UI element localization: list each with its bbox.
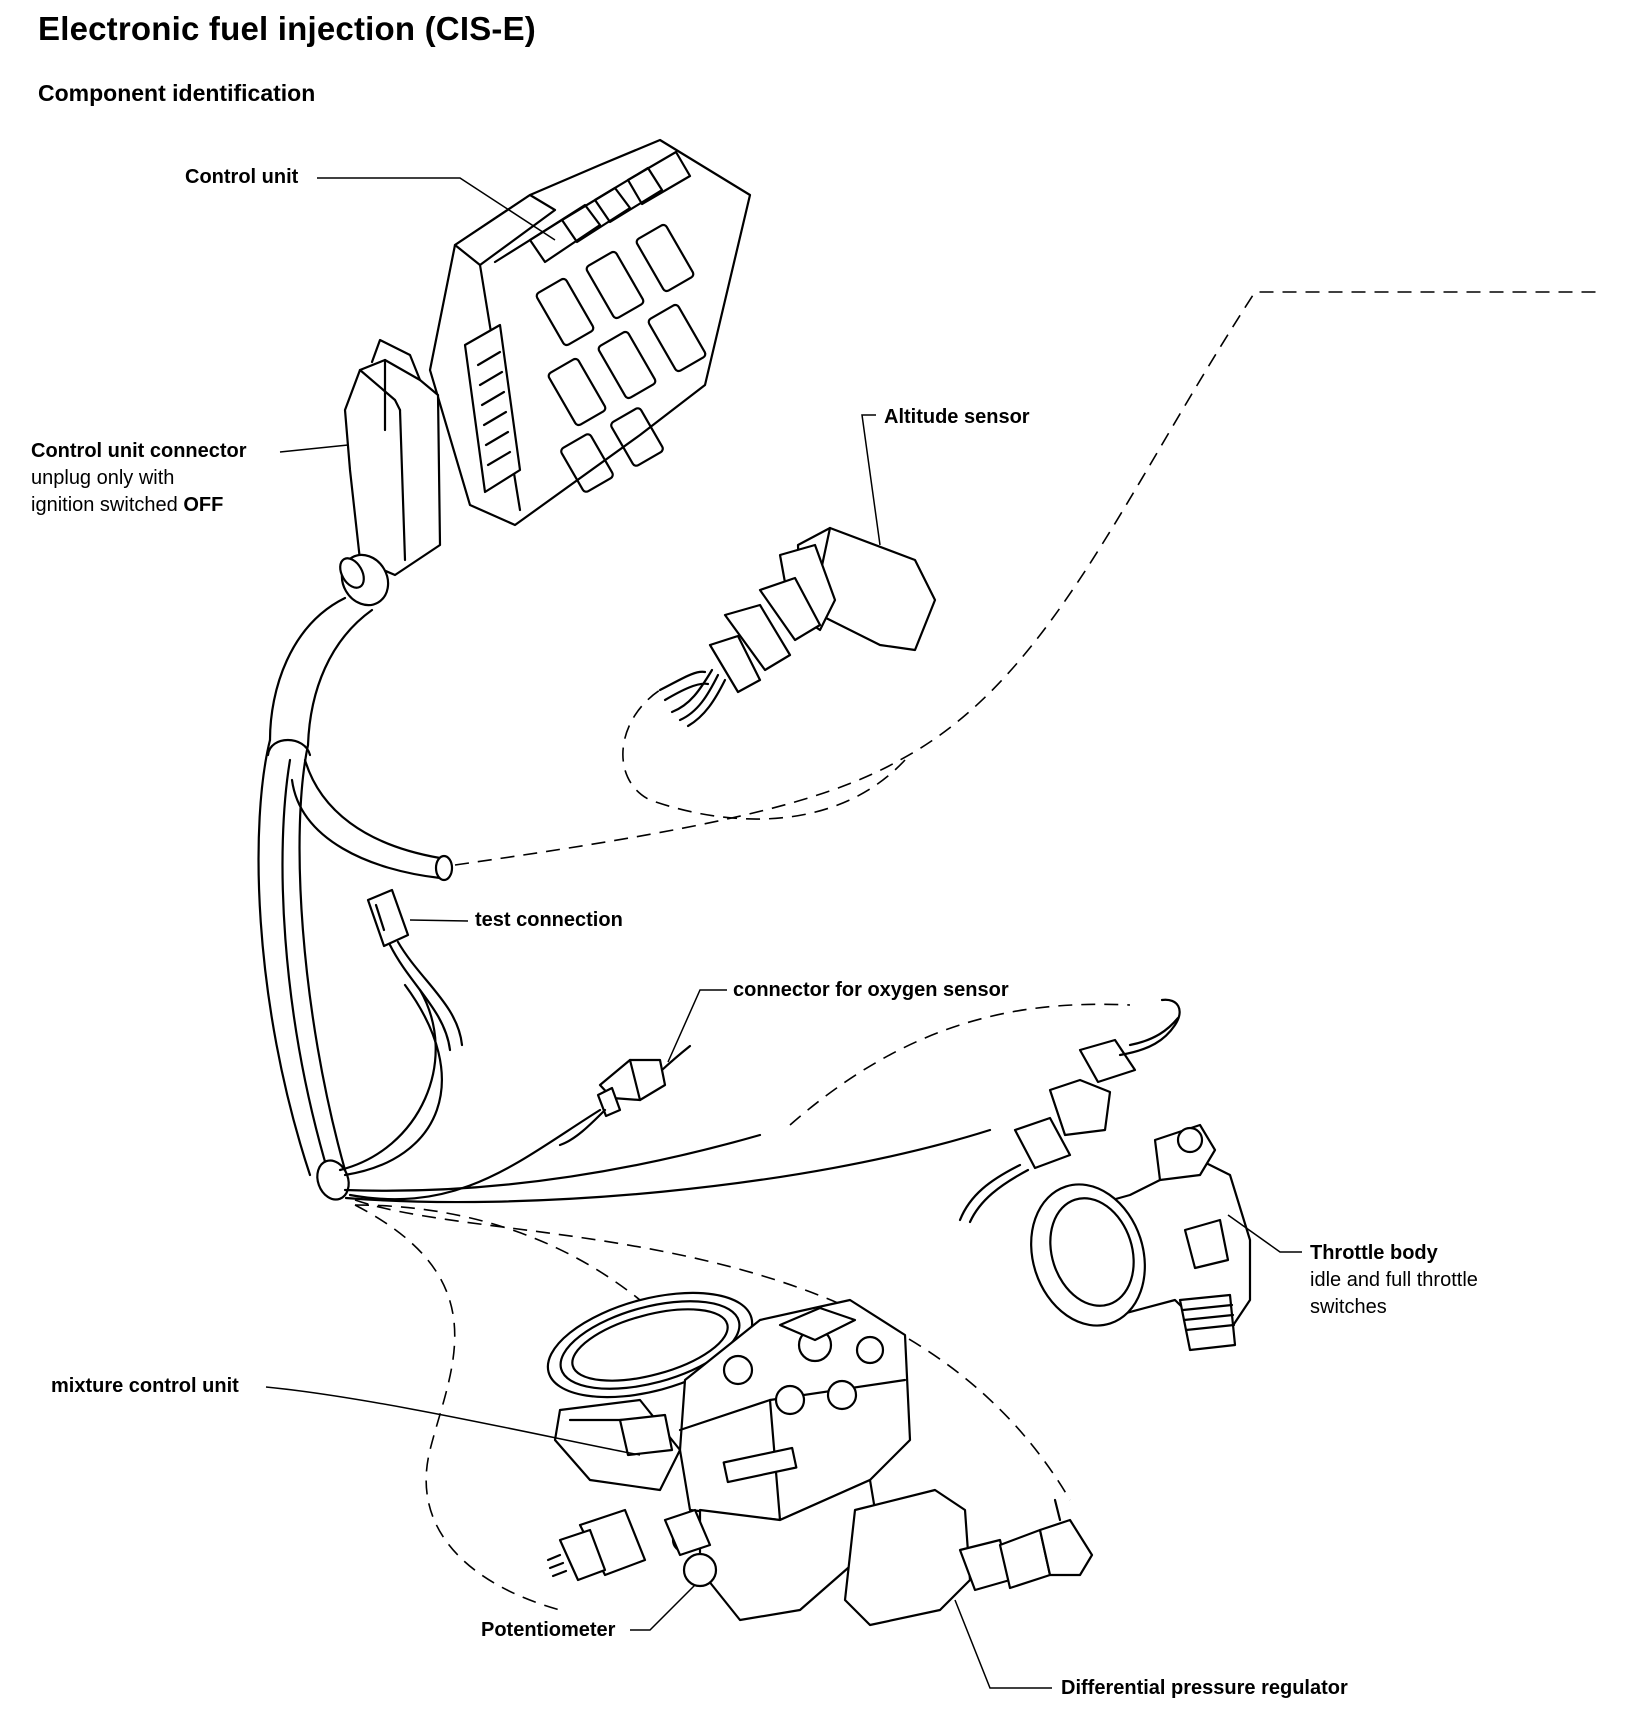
pressure-regulator-illustration bbox=[843, 1488, 1094, 1627]
mixture-control-unit-illustration bbox=[546, 1291, 912, 1622]
label-oxygen-sensor-connector: connector for oxygen sensor bbox=[733, 979, 1009, 1001]
label-control-unit: Control unit bbox=[185, 166, 299, 188]
label-mixture-control-unit: mixture control unit bbox=[51, 1375, 239, 1397]
wiring-harness-illustration bbox=[257, 291, 1600, 1611]
ecu-illustration bbox=[428, 138, 752, 527]
page-title: Electronic fuel injection (CIS-E) bbox=[38, 10, 536, 47]
label-throttle-body: Throttle body idle and full throttle swi… bbox=[1310, 1242, 1478, 1318]
oxygen-sensor-connector-illustration bbox=[558, 1044, 692, 1147]
page-subtitle: Component identification bbox=[38, 80, 316, 106]
leader-lines bbox=[265, 177, 1302, 1689]
altitude-sensor-illustration bbox=[670, 526, 937, 728]
label-control-unit-connector: Control unit connector unplug only with … bbox=[31, 440, 247, 516]
ecu-connector-illustration bbox=[339, 338, 442, 607]
throttle-body-illustration bbox=[958, 998, 1252, 1352]
potentiometer-illustration bbox=[546, 1508, 718, 1588]
test-connector-illustration bbox=[366, 888, 464, 1052]
label-differential-pressure-regulator: Differential pressure regulator bbox=[1061, 1677, 1348, 1699]
label-altitude-sensor: Altitude sensor bbox=[884, 406, 1030, 428]
label-potentiometer: Potentiometer bbox=[481, 1619, 616, 1641]
label-test-connection: test connection bbox=[475, 909, 623, 931]
